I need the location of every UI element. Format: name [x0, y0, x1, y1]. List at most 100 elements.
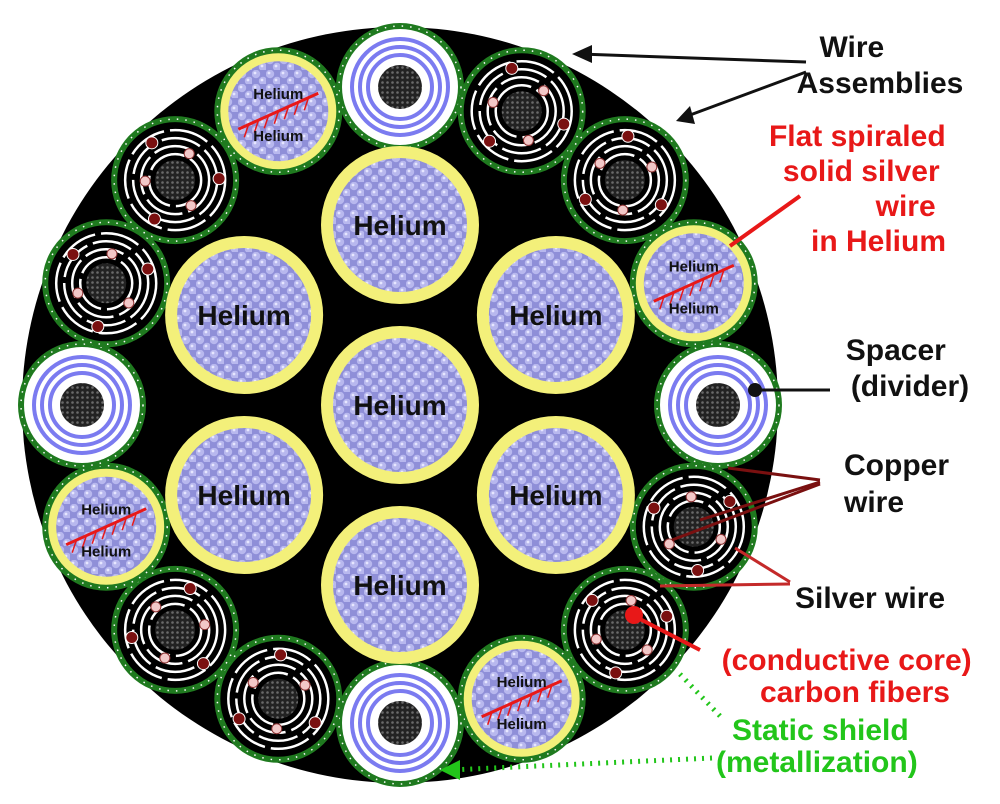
peripheral-cell-wire — [111, 116, 240, 245]
spacer-core — [378, 65, 422, 109]
flat-spiraled-wire — [653, 263, 735, 303]
silver-wire — [139, 175, 151, 187]
silver-wire — [247, 676, 259, 688]
silver-wire — [487, 96, 499, 108]
peripheral-cell-spacer — [18, 341, 146, 469]
helium-tube-label: Helium — [353, 570, 446, 601]
shield-dots — [44, 464, 168, 589]
peripheral-cell-wire — [560, 116, 689, 245]
label-spacer: Spacer (divider) — [846, 334, 969, 403]
label-copper-wire: Copper wire — [843, 449, 957, 519]
shield-dots — [44, 221, 168, 346]
flat-spiraled-wire — [237, 91, 319, 131]
label-carbon-fibers: (conductive core) carbon fibers — [722, 644, 980, 709]
wire-assemblies-arrow-1 — [579, 52, 807, 64]
helium-fill — [333, 158, 467, 292]
copper-wire — [274, 648, 288, 662]
flat-spiraled-wire — [481, 679, 563, 719]
peripheral-cell-spacer — [336, 23, 464, 151]
helium-tube-label: Helium — [197, 480, 290, 511]
copper-wire — [647, 501, 661, 515]
spacer-pointer-dot — [748, 383, 762, 397]
helium-tube-label: Helium — [509, 480, 602, 511]
carbon-fiber-core — [86, 263, 127, 304]
spacer-core — [696, 383, 740, 427]
silver-wire — [522, 134, 534, 146]
peripheral-cells: HeliumHeliumHeliumHeliumHeliumHeliumHeli… — [18, 23, 782, 787]
silver-wire — [590, 633, 602, 645]
peripheral-cell-wire — [629, 462, 758, 591]
copper-wire — [91, 319, 105, 333]
carbon-fiber-core — [258, 678, 299, 719]
helium-tube-label: Helium — [509, 300, 602, 331]
annotation-arrows — [579, 52, 830, 392]
helium-tubes: HeliumHeliumHeliumHeliumHeliumHeliumHeli… — [165, 146, 635, 664]
copper-wire — [723, 494, 737, 508]
silver-wire — [617, 204, 629, 216]
peripheral-cell-wire — [111, 565, 240, 694]
helium-cell-label: Helium — [253, 128, 303, 145]
copper-wire — [654, 198, 668, 212]
helium-fill — [333, 518, 467, 652]
silver-wire — [159, 652, 171, 664]
copper-wire — [141, 262, 155, 276]
label-flat-spiraled-wire: Flat spiraled solid silver wire in Heliu… — [769, 120, 954, 258]
shield-dots — [20, 343, 144, 467]
helium-fill — [177, 428, 312, 562]
shield-dots — [113, 568, 237, 692]
copper-wire — [578, 192, 592, 206]
helium-tube-4: Helium — [476, 416, 635, 574]
silver-wire — [150, 601, 162, 613]
shield-dots — [113, 118, 237, 242]
copper-arrows — [671, 466, 821, 542]
copper-wire — [212, 172, 226, 186]
helium-tube-5: Helium — [321, 506, 479, 664]
shield-dots — [459, 637, 584, 761]
shield-dots — [216, 637, 341, 761]
copper-wire — [609, 666, 623, 680]
shield-dots — [632, 221, 756, 346]
silver-wire — [299, 679, 311, 691]
copper-wire — [232, 712, 246, 726]
helium-cell-label: Helium — [669, 300, 719, 317]
helium-cell-label: Helium — [81, 544, 131, 561]
silver-wire — [663, 538, 675, 550]
shield-dots — [338, 25, 462, 149]
peripheral-cell-wire — [214, 634, 343, 763]
peripheral-cell-spacer — [336, 659, 464, 787]
copper-wire — [557, 117, 571, 131]
label-static-shield: Static shield (metallization) — [716, 714, 918, 779]
silver-wire — [685, 491, 697, 503]
shield-dots — [216, 49, 341, 173]
helium-cell-label: Helium — [253, 86, 303, 103]
helium-tube-1: Helium — [321, 326, 479, 484]
carbon-fiber-core — [155, 160, 196, 201]
label-wire-assemblies: Wire Assemblies — [797, 31, 964, 100]
silver-wire — [538, 85, 550, 97]
helium-tube-label: Helium — [353, 390, 446, 421]
peripheral-cell-wire — [42, 219, 171, 348]
flat-spiraled-wire — [65, 507, 147, 547]
helium-fill — [177, 248, 312, 382]
silver-wire — [183, 148, 195, 160]
peripheral-cell-spacer — [654, 341, 782, 469]
helium-tube-7: Helium — [165, 236, 324, 394]
silver-wire — [715, 533, 727, 545]
peripheral-cell-wire — [457, 47, 586, 176]
helium-fill — [333, 338, 467, 472]
shield-dots — [338, 661, 462, 785]
wire-assemblies-arrow-2 — [681, 70, 807, 120]
copper-wire — [585, 593, 599, 607]
spacer-core — [60, 383, 104, 427]
silver-wire — [641, 644, 653, 656]
flat-wire-arrow — [728, 194, 802, 248]
helium-tube-3: Helium — [476, 236, 635, 394]
silver-wire — [72, 287, 84, 299]
shield-dots — [563, 568, 687, 692]
shield-dots — [459, 49, 584, 173]
carbon-fiber-core — [501, 91, 542, 132]
